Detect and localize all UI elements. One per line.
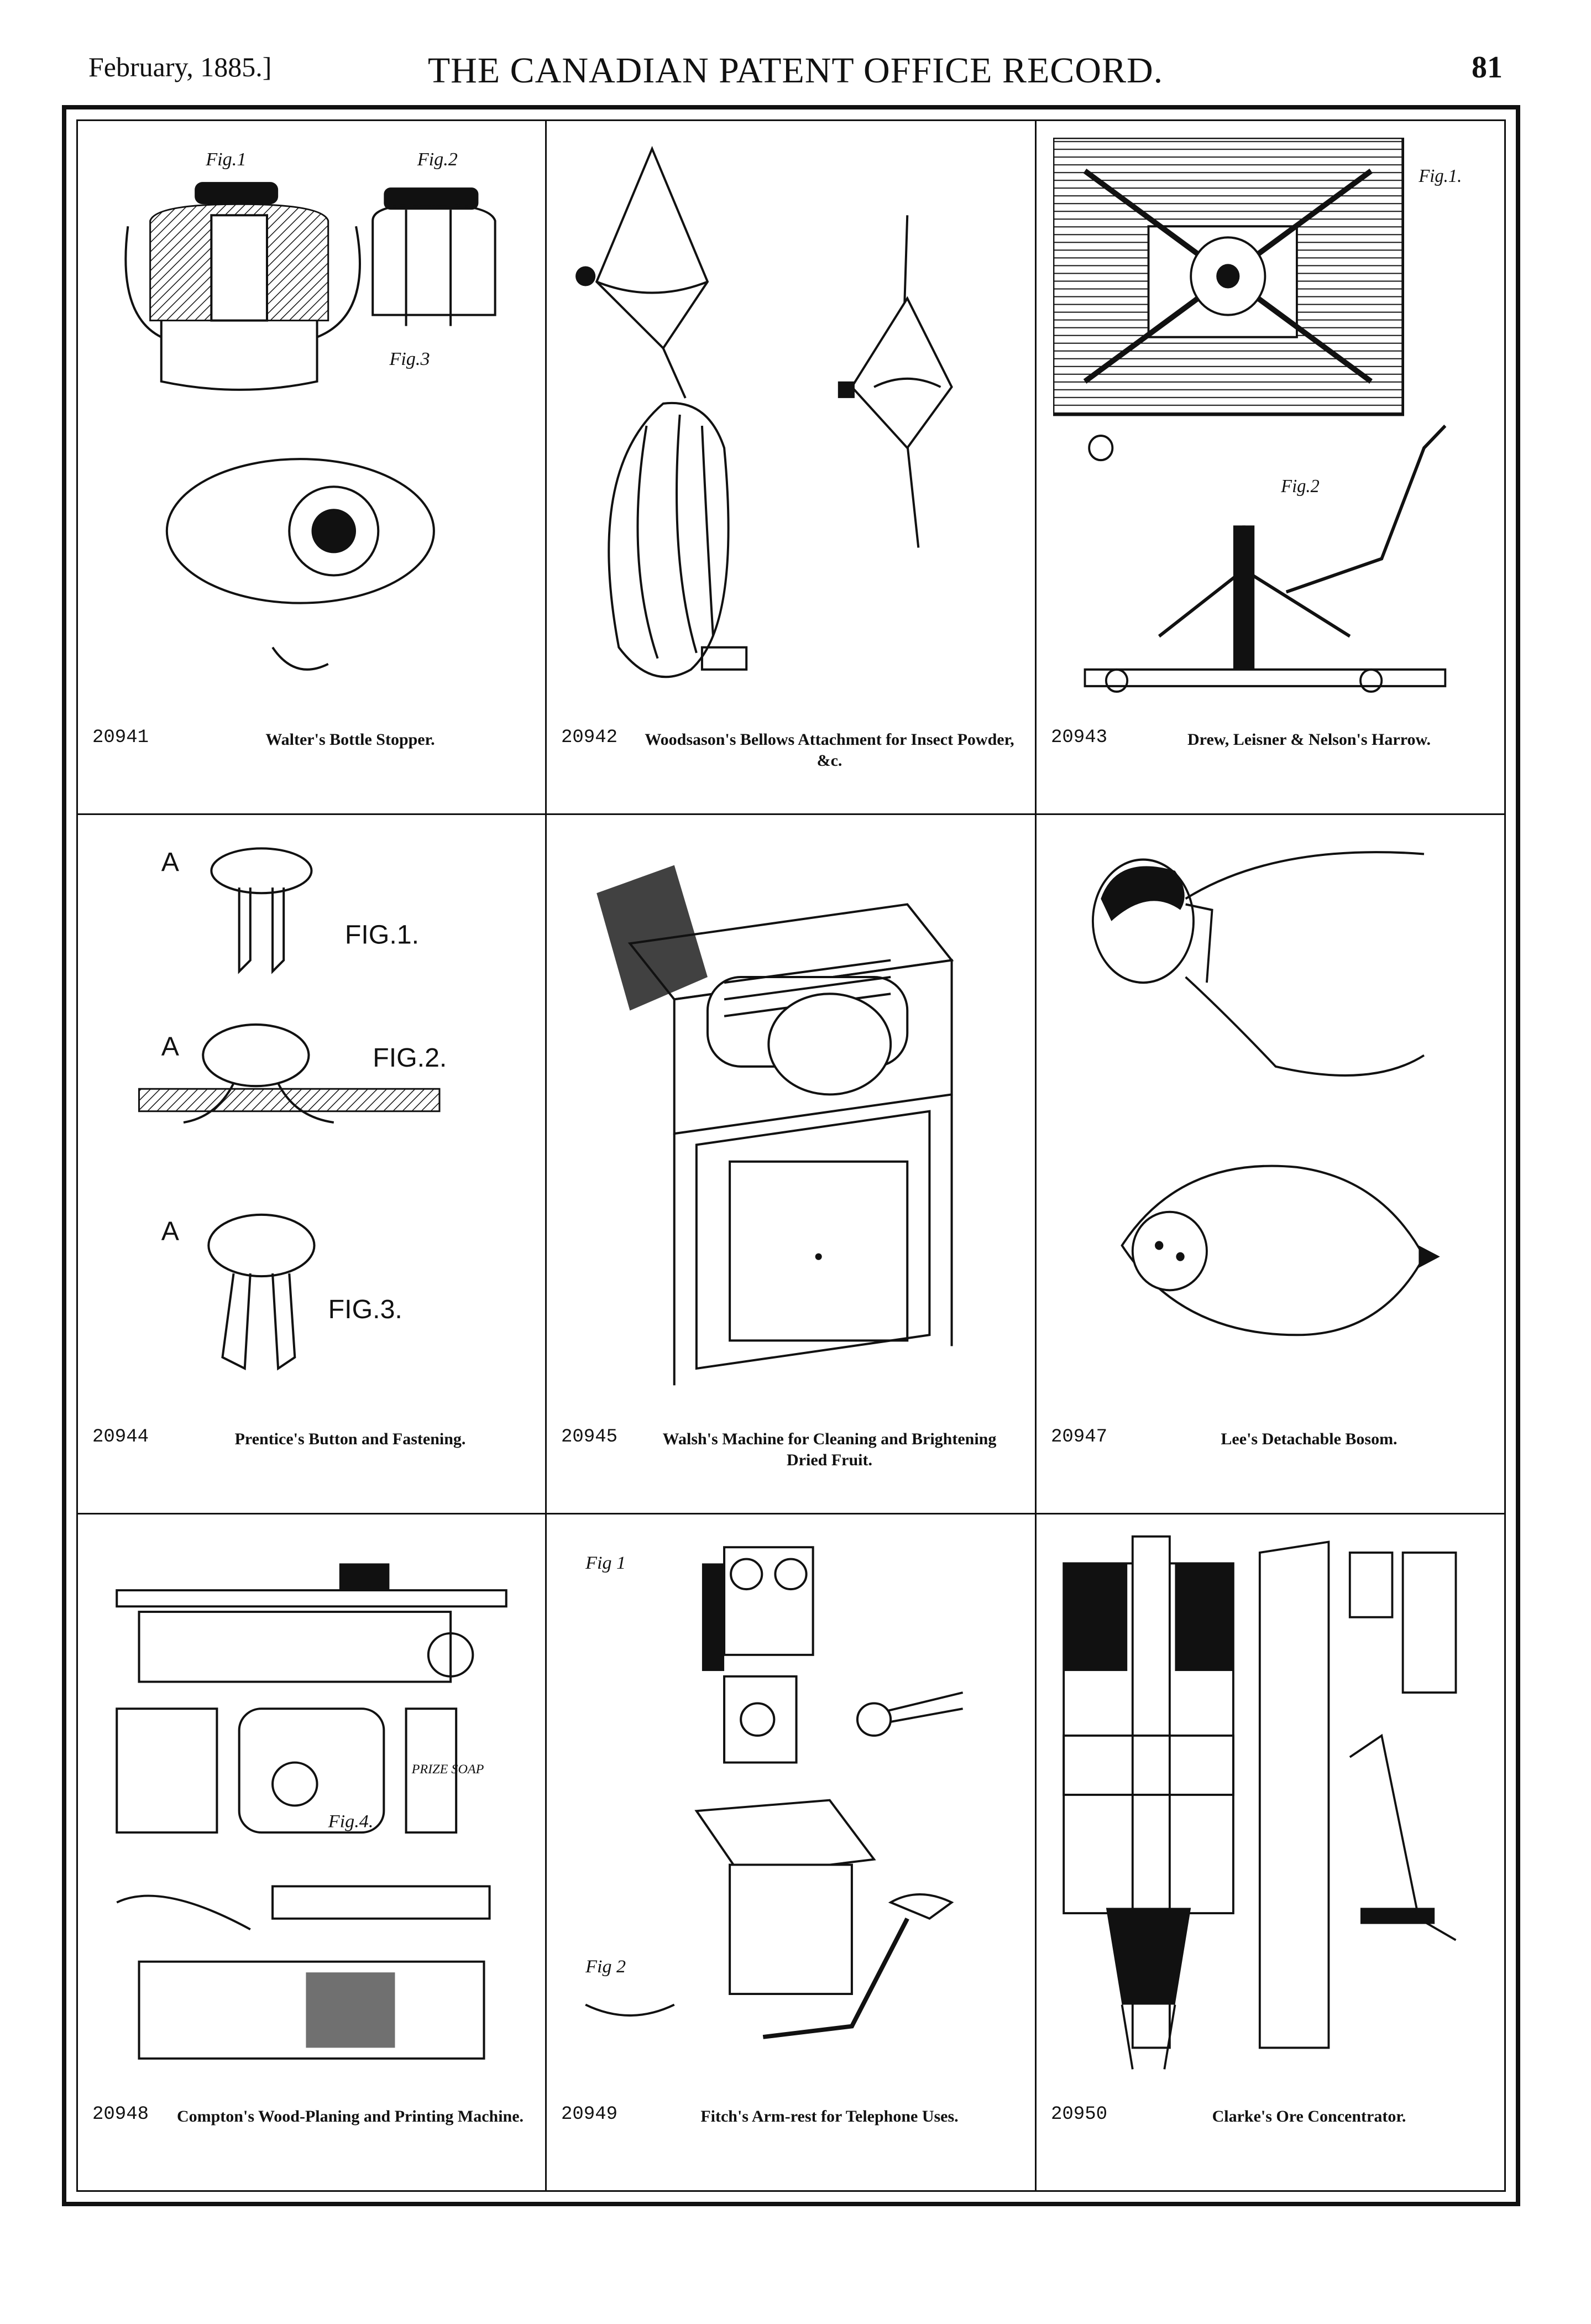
svg-text:A: A <box>161 1031 180 1061</box>
stopper-fig1-label: Fig.1 <box>205 149 246 170</box>
patent-caption: 20943 Drew, Leisner & Nelson's Harrow. <box>1048 724 1493 801</box>
planing-fig4-label: Fig.4. <box>328 1811 374 1831</box>
patent-cell-20943: Fig.1. Fig.2 20943 Drew, Leisner & Nelso… <box>1037 121 1504 815</box>
patent-title: Walter's Bottle Stopper. <box>265 730 435 749</box>
patent-title: Lee's Detachable Bosom. <box>1221 1430 1398 1448</box>
patent-cell-20945: 20945 Walsh's Machine for Cleaning and B… <box>547 815 1037 1514</box>
patent-number: 20944 <box>92 1427 149 1448</box>
patent-title: Clarke's Ore Concentrator. <box>1212 2107 1406 2125</box>
stopper-fig3-label: Fig.3 <box>389 349 430 369</box>
patent-number: 20942 <box>561 727 618 748</box>
patent-grid: Fig.1 Fig.2 Fig.3 <box>78 121 1504 2190</box>
harrow-drawing: Fig.1. Fig.2 <box>1051 136 1488 719</box>
page-number: 81 <box>1472 50 1503 85</box>
patent-title: Drew, Leisner & Nelson's Harrow. <box>1187 730 1431 749</box>
patent-number: 20943 <box>1051 727 1108 748</box>
publication-title: THE CANADIAN PATENT OFFICE RECORD. <box>427 50 1164 91</box>
patent-caption: 20947 Lee's Detachable Bosom. <box>1048 1423 1493 1501</box>
patent-cell-20942: 20942 Woodsason's Bellows Attachment for… <box>547 121 1037 815</box>
bellows-drawing <box>563 138 1018 719</box>
button-fig3-label: FIG.3. <box>328 1294 402 1324</box>
phone-fig1-label: Fig 1 <box>585 1553 626 1573</box>
patent-caption: 20941 Walter's Bottle Stopper. <box>89 724 534 801</box>
issue-date: February, 1885.] <box>88 51 272 82</box>
patent-cell-20947: 20947 Lee's Detachable Bosom. <box>1037 815 1504 1514</box>
wood-planing-machine-drawing: PRIZE SOAP Fig.4. <box>95 1531 528 2096</box>
bottle-stopper-drawing: Fig.1 Fig.2 Fig.3 <box>95 138 528 719</box>
patent-caption: 20948 Compton's Wood-Planing and Printin… <box>89 2101 534 2178</box>
patent-number: 20949 <box>561 2104 618 2125</box>
fruit-cleaning-machine-drawing <box>563 832 1018 1419</box>
patent-cell-20949: Fig 1 Fig 2 2094 <box>547 1514 1037 2190</box>
patent-caption: 20949 Fitch's Arm-rest for Telephone Use… <box>558 2101 1024 2178</box>
patent-caption: 20944 Prentice's Button and Fastening. <box>89 1423 534 1501</box>
illustration-frame: Fig.1 Fig.2 Fig.3 <box>62 105 1520 2206</box>
harrow-fig2-label: Fig.2 <box>1280 476 1320 497</box>
patent-number: 20941 <box>92 727 149 748</box>
patent-number: 20948 <box>92 2104 149 2125</box>
harrow-fig1-label: Fig.1. <box>1418 166 1462 187</box>
button-drawing: A FIG.1. A FIG.2. A FIG.3. <box>95 832 528 1419</box>
svg-text:A: A <box>161 847 180 877</box>
patent-title: Prentice's Button and Fastening. <box>234 1430 466 1448</box>
patent-number: 20947 <box>1051 1427 1108 1448</box>
patent-title: Fitch's Arm-rest for Telephone Uses. <box>700 2107 959 2125</box>
button-fig1-label: FIG.1. <box>345 920 419 949</box>
patent-title: Woodsason's Bellows Attachment for Insec… <box>645 730 1014 770</box>
page-header: February, 1885.] THE CANADIAN PATENT OFF… <box>0 0 1591 105</box>
detachable-bosom-drawing <box>1053 832 1488 1419</box>
stopper-fig2-label: Fig.2 <box>417 149 458 170</box>
patent-caption: 20942 Woodsason's Bellows Attachment for… <box>558 724 1024 801</box>
phone-fig2-label: Fig 2 <box>585 1957 626 1977</box>
patent-title: Compton's Wood-Planing and Printing Mach… <box>176 2107 524 2125</box>
patent-number: 20945 <box>561 1427 618 1448</box>
patent-cell-20941: Fig.1 Fig.2 Fig.3 <box>78 121 547 815</box>
soap-label: PRIZE SOAP <box>411 1762 484 1777</box>
ore-concentrator-drawing <box>1053 1531 1488 2096</box>
button-fig2-label: FIG.2. <box>373 1043 447 1073</box>
patent-cell-20944: A FIG.1. A FIG.2. A FIG.3. 20944 P <box>78 815 547 1514</box>
patent-cell-20950: 20950 Clarke's Ore Concentrator. <box>1037 1514 1504 2190</box>
telephone-armrest-drawing: Fig 1 Fig 2 <box>563 1531 1018 2096</box>
patent-caption: 20950 Clarke's Ore Concentrator. <box>1048 2101 1493 2178</box>
svg-text:A: A <box>161 1216 180 1246</box>
patent-number: 20950 <box>1051 2104 1108 2125</box>
patent-caption: 20945 Walsh's Machine for Cleaning and B… <box>558 1423 1024 1501</box>
patent-title: Walsh's Machine for Cleaning and Brighte… <box>662 1430 997 1469</box>
patent-cell-20948: PRIZE SOAP Fig.4. 20948 Compton's Wood-P… <box>78 1514 547 2190</box>
